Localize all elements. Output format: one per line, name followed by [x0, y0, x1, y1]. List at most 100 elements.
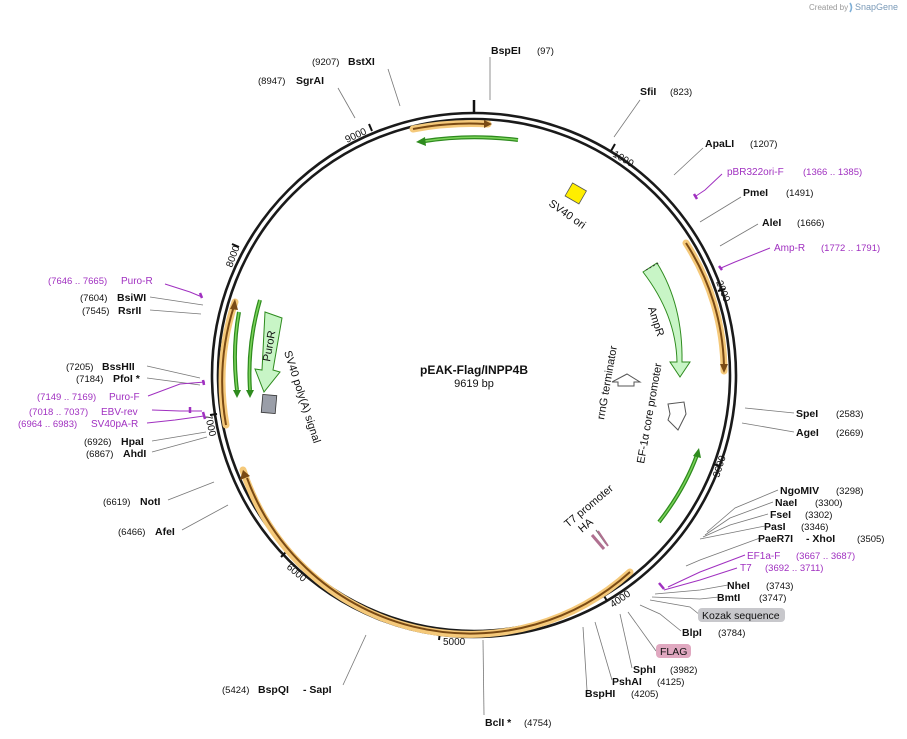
green-feature-top — [416, 135, 519, 146]
credit-prefix: Created by — [809, 3, 848, 12]
enzyme-bspqi: BspQI — [258, 684, 289, 696]
enzyme-bstxi-pos: (9207) — [312, 57, 339, 68]
enzyme-sfii: SfiI — [640, 86, 656, 98]
enzyme-xhoi: - XhoI — [806, 533, 835, 545]
puror-label: PuroR — [261, 330, 278, 363]
enzyme-bcli-pos: (4754) — [524, 718, 551, 729]
enzyme-rsrii-pos: (7545) — [82, 306, 109, 317]
enzyme-afei-pos: (6466) — [118, 527, 145, 538]
enzyme-bcli: BclI * — [485, 717, 512, 729]
enzyme-sphi: SphI — [633, 664, 656, 676]
enzyme-rsrii: RsrII — [118, 305, 141, 317]
primer-leader-lines — [146, 173, 771, 591]
kozak-tag-bg — [698, 608, 785, 622]
orf-top — [409, 120, 492, 133]
plasmid-name: pEAK-Flag/INPP4B — [420, 363, 528, 377]
enzyme-pfoi: PfoI * — [113, 373, 141, 385]
terminator-icon — [611, 373, 642, 387]
enzyme-naei-pos: (3300) — [815, 498, 842, 509]
enzyme-sgrai-pos: (8947) — [258, 76, 285, 87]
enzyme-fsei-pos: (3302) — [805, 510, 832, 521]
enzyme-alei: AleI — [762, 217, 781, 229]
enzyme-agei: AgeI — [796, 427, 819, 439]
primer-amp-r: Amp-R — [774, 243, 805, 254]
sv40-ori-box — [564, 182, 587, 205]
enzyme-naei: NaeI — [775, 497, 797, 509]
enzyme-ahdi: AhdI — [123, 448, 146, 460]
primer-puro-r-pos: (7646 .. 7665) — [48, 276, 107, 287]
enzyme-nhei: NheI — [727, 580, 750, 592]
enzyme-blpi-pos: (3784) — [718, 628, 745, 639]
ampr-label: AmpR — [645, 305, 666, 338]
ha-tag-marks — [590, 529, 609, 550]
ampr-arrow — [642, 262, 691, 378]
enzyme-pshai: PshAI — [612, 676, 642, 688]
enzyme-fsei: FseI — [770, 509, 791, 521]
sv40-polya-label: SV40 poly(A) signal — [281, 349, 322, 445]
enzyme-ngomiv-pos: (3298) — [836, 486, 863, 497]
enzyme-agei-pos: (2669) — [836, 428, 863, 439]
primer-ef1a-f: EF1a-F — [747, 551, 780, 562]
ef1a-promoter-arrow — [667, 401, 687, 431]
enzyme-sfii-pos: (823) — [670, 87, 692, 98]
enzyme-bsphi-pos: (4205) — [631, 689, 658, 700]
enzyme-ahdi-pos: (6867) — [86, 449, 113, 460]
enzyme-bspqi-pos: (5424) — [222, 685, 249, 696]
enzyme-sgrai: SgrAI — [296, 75, 324, 87]
primer-marks — [188, 193, 723, 590]
primer-sv40pa-r: SV40pA-R — [91, 419, 138, 430]
enzyme-bsshii: BssHII — [102, 361, 135, 373]
enzyme-bspei-pos: (97) — [537, 46, 554, 57]
green-feature-right — [657, 448, 701, 524]
green-feature-left-inner — [246, 299, 262, 398]
primer-puro-f-pos: (7149 .. 7169) — [37, 392, 96, 403]
backbone-inner-strand — [216, 117, 732, 633]
enzyme-pfoi-pos: (7184) — [76, 374, 103, 385]
enzyme-noti: NotI — [140, 496, 160, 508]
orf-left — [218, 298, 239, 429]
enzyme-leader-lines — [146, 57, 795, 716]
enzyme-pshai-pos: (4125) — [657, 677, 684, 688]
primer-ebv-rev: EBV-rev — [101, 407, 138, 418]
enzyme-bmti: BmtI — [717, 592, 740, 604]
tick-label-5000: 5000 — [443, 637, 466, 648]
primer-pbr322ori-f-pos: (1366 .. 1385) — [803, 167, 862, 178]
orf-ampr — [682, 239, 728, 375]
enzyme-blpi: BlpI — [682, 627, 702, 639]
enzyme-ngomiv: NgoMIV — [780, 485, 819, 497]
primer-sv40pa-r-pos: (6964 .. 6983) — [18, 419, 77, 430]
enzyme-sphi-pos: (3982) — [670, 665, 697, 676]
orf-insert — [239, 466, 634, 638]
plasmid-size: 9619 bp — [454, 378, 494, 390]
primer-ebv-rev-pos: (7018 .. 7037) — [29, 407, 88, 418]
tick-label-3000: 3000 — [711, 454, 728, 479]
enzyme-sapi: - SapI — [303, 684, 332, 696]
enzyme-alei-pos: (1666) — [797, 218, 824, 229]
enzyme-noti-pos: (6619) — [103, 497, 130, 508]
enzyme-bsiwi: BsiWI — [117, 292, 146, 304]
enzyme-paer7i: PaeR7I — [758, 533, 793, 545]
enzyme-bspei: BspEI — [491, 45, 521, 57]
enzyme-pmei-pos: (1491) — [786, 188, 813, 199]
primer-t7: T7 — [740, 563, 752, 574]
enzyme-bsiwi-pos: (7604) — [80, 293, 107, 304]
flag-tag-bg — [656, 644, 691, 658]
enzyme-pasi-pos: (3346) — [801, 522, 828, 533]
ef1a-core-promoter-label: EF-1α core promoter — [635, 362, 665, 465]
enzyme-bstxi: BstXI — [348, 56, 375, 68]
rrng-terminator-label: rrnG terminator — [595, 345, 620, 421]
enzyme-hpai: HpaI — [121, 436, 144, 448]
green-feature-left-outer — [232, 311, 241, 398]
primer-puro-f: Puro-F — [109, 392, 140, 403]
enzyme-pmei: PmeI — [743, 187, 768, 199]
enzyme-nhei-pos: (3743) — [766, 581, 793, 592]
sv40-polya-box — [260, 393, 278, 415]
enzyme-spei: SpeI — [796, 408, 818, 420]
enzyme-paer7i-pos: (3505) — [857, 534, 884, 545]
enzyme-apali-pos: (1207) — [750, 139, 777, 150]
puror-arrow — [254, 311, 283, 393]
flag-tag-label: FLAG — [660, 646, 687, 658]
primer-puro-r: Puro-R — [121, 276, 153, 287]
